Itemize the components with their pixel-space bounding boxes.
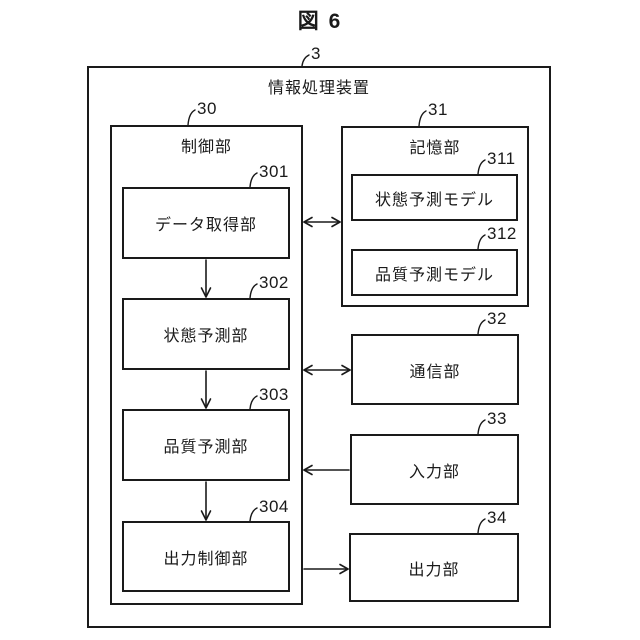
ref-numeral-30: 30 — [197, 99, 217, 118]
controller-label: 制御部 — [180, 139, 232, 156]
output-control-label: 出力制御部 — [163, 550, 249, 568]
ref-numeral-303: 303 — [259, 385, 289, 404]
leader-3 — [301, 54, 310, 67]
state-prediction-box: 状態予測部 — [122, 298, 290, 370]
input-label: 入力部 — [408, 463, 460, 481]
ref-numeral-311: 311 — [487, 149, 516, 168]
device-box: 情報処理装置 — [87, 66, 551, 628]
storage-label: 記憶部 — [409, 140, 461, 157]
communication-box: 通信部 — [351, 334, 519, 405]
ref-numeral-304: 304 — [259, 497, 289, 516]
input-box: 入力部 — [350, 434, 519, 505]
output-label: 出力部 — [408, 561, 460, 579]
quality-prediction-box: 品質予測部 — [122, 409, 290, 481]
output-control-box: 出力制御部 — [122, 521, 290, 592]
quality-prediction-model-label: 品質予測モデル — [374, 266, 494, 284]
figure-title: 図 6 — [297, 10, 343, 33]
ref-numeral-312: 312 — [487, 224, 517, 243]
state-prediction-model-box: 状態予測モデル — [351, 174, 518, 221]
communication-label: 通信部 — [409, 363, 461, 381]
quality-prediction-model-box: 品質予測モデル — [351, 249, 518, 296]
output-box: 出力部 — [349, 533, 519, 602]
state-prediction-label: 状態予測部 — [163, 328, 249, 345]
ref-numeral-33: 33 — [487, 409, 507, 428]
data-acquisition-box: データ取得部 — [122, 187, 290, 259]
controller-box: 制御部 — [110, 125, 303, 605]
ref-numeral-301: 301 — [259, 162, 289, 181]
ref-numeral-302: 302 — [259, 273, 289, 292]
ref-numeral-32: 32 — [487, 309, 507, 328]
quality-prediction-label: 品質予測部 — [163, 439, 249, 456]
state-prediction-model-label: 状態予測モデル — [374, 191, 494, 209]
device-label: 情報処理装置 — [267, 80, 370, 97]
storage-box: 記憶部 — [341, 126, 529, 307]
ref-numeral-34: 34 — [487, 508, 507, 527]
ref-numeral-3: 3 — [311, 44, 321, 63]
data-acquisition-label: データ取得部 — [154, 217, 257, 234]
ref-numeral-31: 31 — [428, 100, 448, 119]
